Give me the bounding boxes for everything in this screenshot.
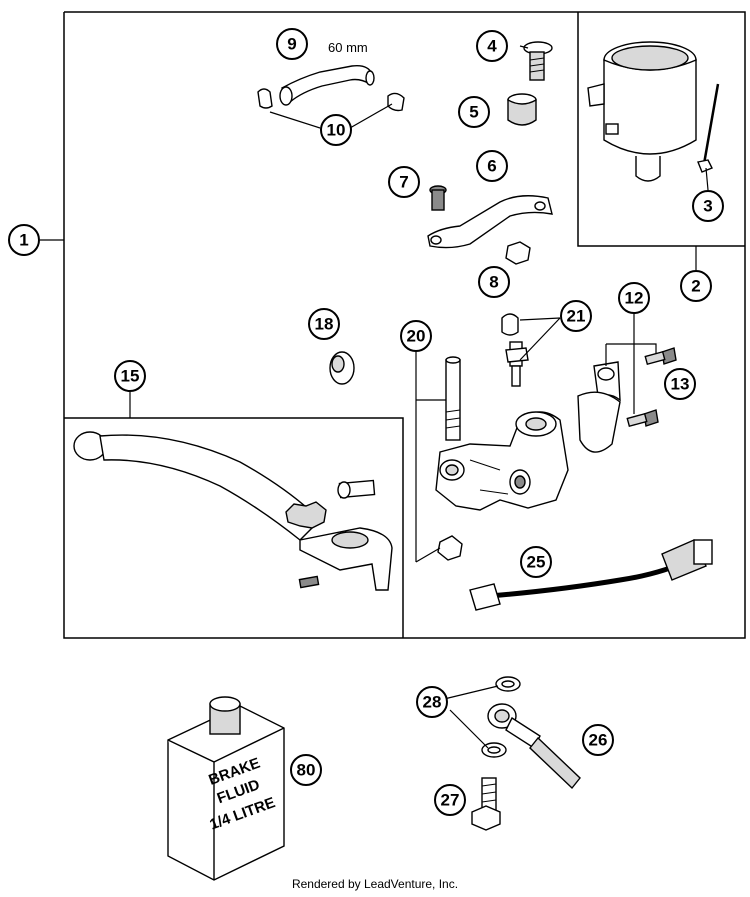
lever-frame [64,417,404,638]
callout-6: 6 [487,157,496,176]
nut-part-8 [505,241,531,265]
bolt-part-7 [429,185,447,211]
callout-80: 80 [297,761,316,780]
callout-2: 2 [691,277,700,296]
leader-lines [40,45,709,749]
bleeder-part-21 [501,313,529,387]
callout-28: 28 [423,693,442,712]
main-frame [63,11,746,639]
lever-part-15 [73,431,393,591]
callout-21: 21 [567,307,586,326]
assembly-frames [63,11,746,639]
grommet-part-5 [507,93,537,126]
callout-4: 4 [487,37,497,56]
screw-part-4 [523,41,553,81]
clamp-part-10 [257,88,405,112]
master-cylinder-body [435,411,569,511]
pin-part-3 [697,83,720,173]
reservoir-part-2 [587,41,697,182]
hose-length-label: 60 mm [328,40,368,55]
callout-10: 10 [327,121,346,140]
callout-5: 5 [469,103,478,122]
brake-line-part-26 [487,703,581,790]
callout-26: 26 [589,731,608,750]
callout-18: 18 [315,315,334,334]
callout-15: 15 [121,367,140,386]
bracket-part-6 [427,195,553,249]
brake-fluid-bottle-part-80: BRAKE FLUID 1/4 LITRE [167,696,285,881]
callout-13: 13 [671,375,690,394]
switch-part-25 [469,539,713,611]
clamp-part-12 [577,361,621,453]
reservoir-frame [577,12,745,247]
bolts-part-13 [626,347,677,428]
plug-part-18 [329,351,355,385]
callout-25: 25 [527,553,546,572]
footer-credit: Rendered by LeadVenture, Inc. [292,877,458,891]
callout-3: 3 [703,197,712,216]
callout-7: 7 [399,173,408,192]
callout-27: 27 [441,791,460,810]
callout-9: 9 [287,35,296,54]
callout-12: 12 [625,289,644,308]
callout-20: 20 [407,327,426,346]
callout-1: 1 [19,231,28,250]
callouts: 1 2 3 4 5 6 7 8 9 10 12 13 15 18 20 21 2 [8,28,724,816]
callout-8: 8 [489,273,498,292]
hose-part-9 [279,64,375,106]
stud-part-20 [437,356,463,561]
washers-part-28 [481,676,521,758]
banjo-bolt-part-27 [471,777,501,831]
